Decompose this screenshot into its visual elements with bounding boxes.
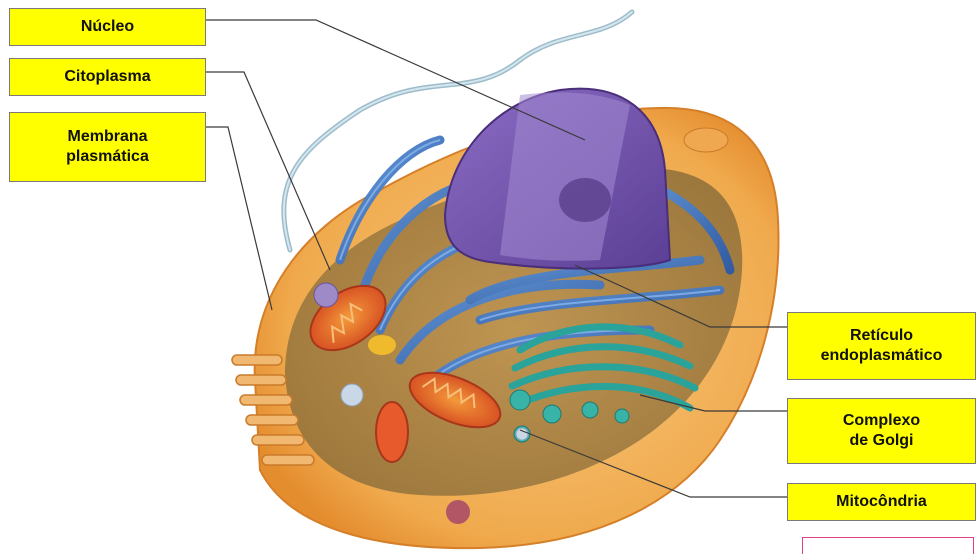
label-complexo-de-golgi: Complexo de Golgi — [787, 398, 976, 464]
empty-answer-box[interactable] — [802, 537, 974, 554]
label-mitocondria: Mitocôndria — [787, 483, 976, 521]
label-nucleo: Núcleo — [9, 8, 206, 46]
label-membrana-plasmatica: Membrana plasmática — [9, 112, 206, 182]
label-citoplasma: Citoplasma — [9, 58, 206, 96]
label-reticulo-endoplasmatico: Retículo endoplasmático — [787, 312, 976, 380]
